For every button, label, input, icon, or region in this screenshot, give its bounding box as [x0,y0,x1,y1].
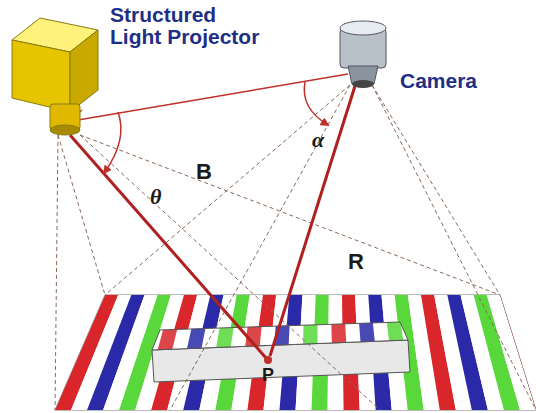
symbol-label: B [196,160,212,183]
stripe-pattern [23,295,536,410]
symbol-label: α [312,128,324,151]
point-p [264,356,272,364]
projector-label: Structured Light Projector [110,4,260,48]
object-stripes [13,295,536,410]
symbol-label: θ [150,185,161,208]
field-of-view-lines [55,85,536,410]
camera-ray [270,86,355,356]
projector-body [12,18,98,135]
theta-arc [104,112,121,173]
symbol-label: P [262,366,274,385]
projector-ray [70,135,266,358]
projection-plane [55,295,536,410]
camera-body [340,21,386,88]
alpha-arc [304,82,328,125]
symbol-label: R [348,250,364,273]
camera-label: Camera [400,70,477,92]
